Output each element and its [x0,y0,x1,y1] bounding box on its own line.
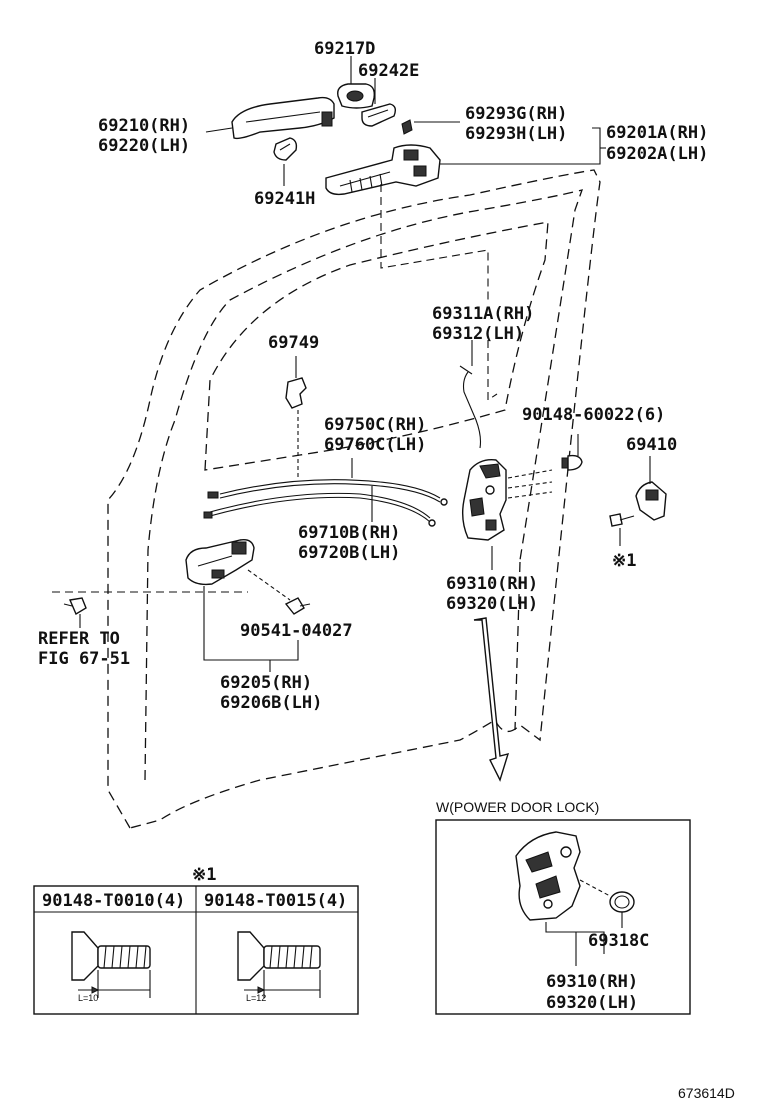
inset-power-door-lock: W(POWER DOOR LOCK) 69318C 69310(RH) 6932… [435,799,691,1015]
inset-cover [609,891,635,913]
label-69749: 69749 [268,333,319,353]
label-69720B: 69720B(LH) [298,543,400,563]
label-69312: 69312(LH) [432,324,524,344]
frame-pad [273,137,298,161]
handle-clip-small [401,119,413,135]
striker-group [561,434,667,546]
inset-title: W(POWER DOOR LOCK) [436,799,599,815]
label-69241H: 69241H [254,189,315,209]
inset-frame [435,819,691,1015]
label-69242E: 69242E [358,61,419,81]
rod-group [459,340,498,449]
lock-screw [561,454,583,471]
cable-upper [219,483,441,503]
callouts-main: 69217D 69242E 69210(RH) 69220(LH) 69293G… [38,39,708,713]
cables-group [203,458,448,527]
striker-screw [609,513,635,527]
inside-handle-group [52,538,311,672]
screw-table-header-2: 90148-T0015(4) [204,891,347,911]
label-69410: 69410 [626,435,677,455]
inset-label-69310: 69310(RH) [546,972,638,992]
label-69206B: 69206B(LH) [220,693,322,713]
handle-clip [321,111,333,127]
cable-clip [285,377,307,409]
striker [635,481,667,521]
screw-l12 [237,931,321,998]
label-69293G: 69293G(RH) [465,104,567,124]
door-lock-group [461,459,553,782]
label-69201A: 69201A(RH) [606,123,708,143]
trim-clip [63,597,87,616]
leader-lines-top [205,56,606,300]
label-refer-fig: FIG 67-51 [38,649,130,669]
inset-label-69320: 69320(LH) [546,993,638,1013]
inset-label-69318C: 69318C [588,931,649,951]
label-69750C: 69750C(RH) [324,415,426,435]
screw-l10 [71,931,151,998]
screw-table: ※1 90148-T0010(4) 90148-T0015(4) L=10 L [33,865,359,1015]
cable-clip-group [285,356,307,480]
label-90148-60022: 90148-60022(6) [522,405,665,425]
label-refer-to: REFER TO [38,629,120,649]
outside-handle-group [231,83,441,196]
label-90541-04027: 90541-04027 [240,621,353,641]
screw-length-2: L=12 [246,993,266,1003]
label-69210: 69210(RH) [98,116,190,136]
label-69217D: 69217D [314,39,375,59]
label-note-1: ※1 [612,551,636,571]
label-69320-main: 69320(LH) [446,594,538,614]
label-69205: 69205(RH) [220,673,312,693]
door-outline [107,169,601,829]
label-69310-main: 69310(RH) [446,574,538,594]
figure-id: 673614D [678,1085,735,1101]
handle-screw [284,597,311,615]
screw-table-note: ※1 [192,865,216,885]
screw-length-1: L=10 [78,993,98,1003]
label-69710B: 69710B(RH) [298,523,400,543]
label-69293H: 69293H(LH) [465,124,567,144]
handle-pad [361,103,397,127]
arrow-to-inset [473,617,510,782]
label-69760C: 69760C(LH) [324,435,426,455]
label-69220: 69220(LH) [98,136,190,156]
outside-handle [231,96,335,140]
lock-rod [462,371,482,449]
label-69311A: 69311A(RH) [432,304,534,324]
screw-table-header-1: 90148-T0010(4) [42,891,185,911]
cable-lower [209,496,431,523]
label-69202A: 69202A(LH) [606,144,708,164]
